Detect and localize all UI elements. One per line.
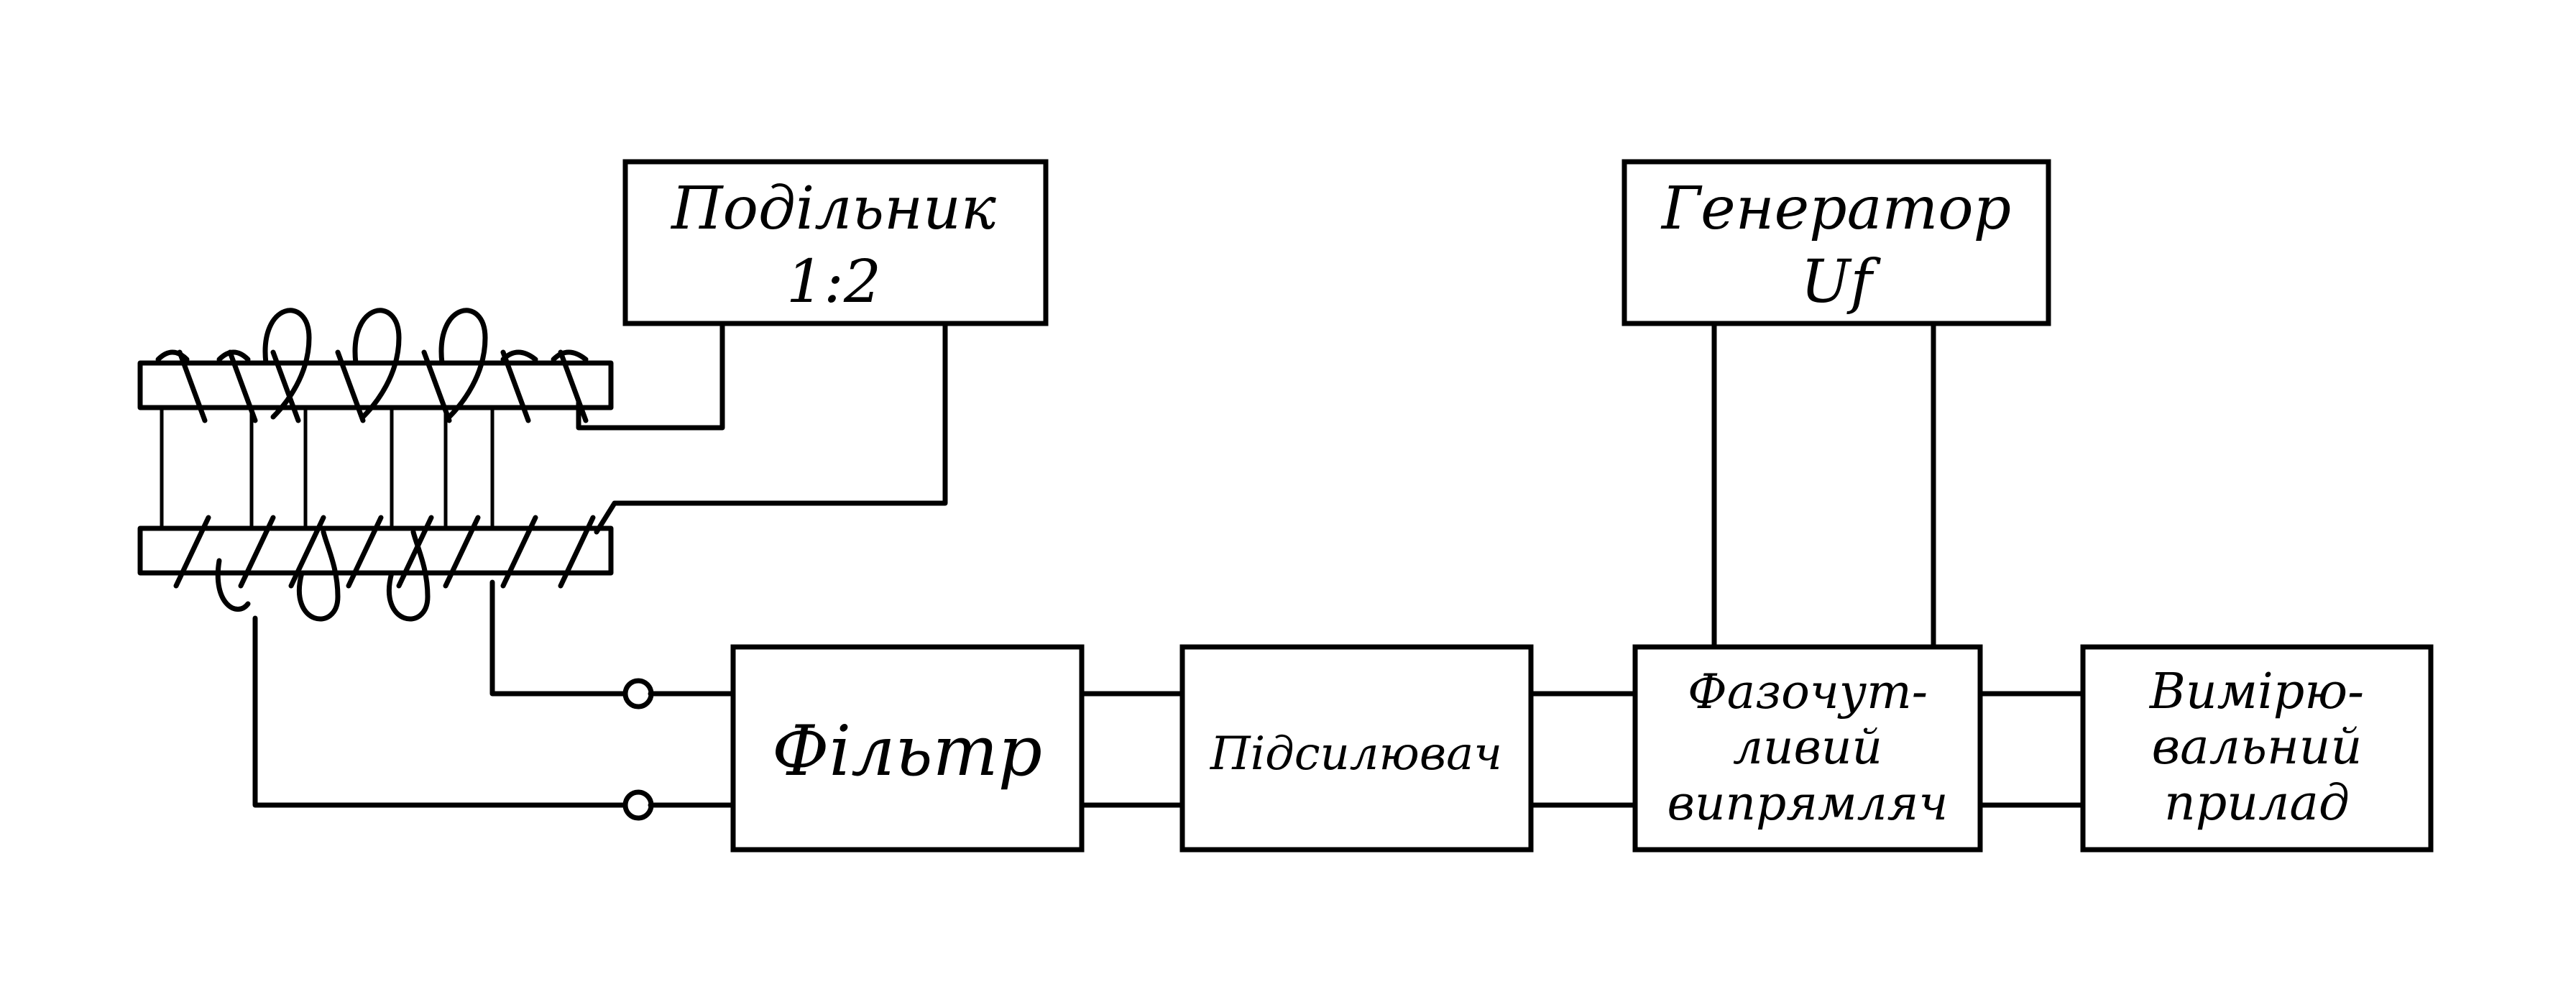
connection-wires [252, 321, 2086, 808]
coil-sensor [137, 308, 614, 622]
meter-label-line1: Вимірю- [2148, 663, 2364, 720]
generator-label-line1: Генератор [1660, 175, 2011, 243]
divider-label-line1: Подільник [670, 175, 996, 243]
generator-label-line2: Uf [1800, 248, 1881, 316]
amplifier-block [1179, 644, 1534, 853]
divider-label-line2: 1:2 [786, 248, 881, 316]
rectifier-label-line2: ливий [1733, 720, 1882, 775]
rectifier-block [1632, 644, 1983, 853]
amplifier-label: Підсилювач [1210, 727, 1502, 781]
lower-core-bar [137, 525, 614, 576]
upper-core-bar [137, 360, 614, 410]
meter-label-line2: вальний [2152, 719, 2363, 776]
input-terminal-bottom [622, 789, 654, 821]
input-terminal-top [622, 678, 654, 709]
rectifier-label-line3: випрямляч [1668, 776, 1949, 831]
meter-block [2080, 644, 2434, 853]
filter-block [730, 644, 1085, 853]
generator-block [1622, 159, 2051, 326]
meter-label-line3: прилад [2164, 775, 2350, 832]
rectifier-label-line1: Фазочут- [1688, 664, 1928, 720]
filter-label: Фільтр [772, 711, 1042, 791]
divider-block [622, 159, 1049, 326]
